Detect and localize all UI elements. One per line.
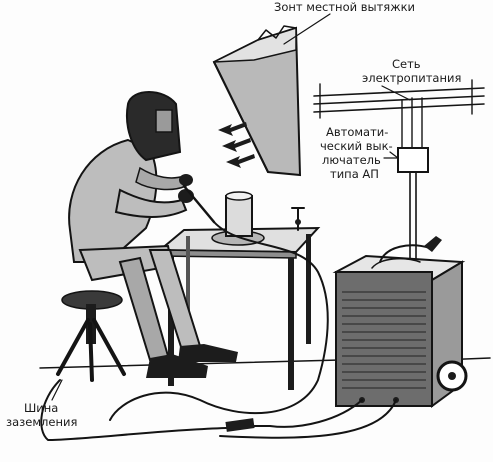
welding-cables bbox=[40, 221, 397, 441]
power-grid bbox=[313, 79, 485, 149]
label-grid-line1: Сеть bbox=[392, 57, 421, 71]
stool bbox=[56, 290, 126, 382]
exhaust-hood bbox=[212, 25, 302, 177]
label-ground-line1: Шина bbox=[24, 401, 58, 415]
label-breaker-line3: лючатель bbox=[322, 153, 381, 167]
label-breaker-line2: ческий вык- bbox=[320, 139, 393, 153]
welder-figure bbox=[68, 91, 238, 378]
label-grid-line2: электропитания bbox=[362, 71, 461, 85]
circuit-breaker bbox=[383, 147, 429, 263]
airflow-arrows bbox=[218, 122, 255, 168]
label-hood: Зонт местной вытяжки bbox=[274, 0, 415, 14]
label-ground-line2: заземления bbox=[6, 415, 77, 429]
leader-lines bbox=[51, 13, 411, 401]
label-breaker-line4: типа АП bbox=[330, 167, 379, 181]
welding-transformer bbox=[332, 236, 468, 408]
label-breaker-line1: Автомати- bbox=[326, 125, 388, 139]
